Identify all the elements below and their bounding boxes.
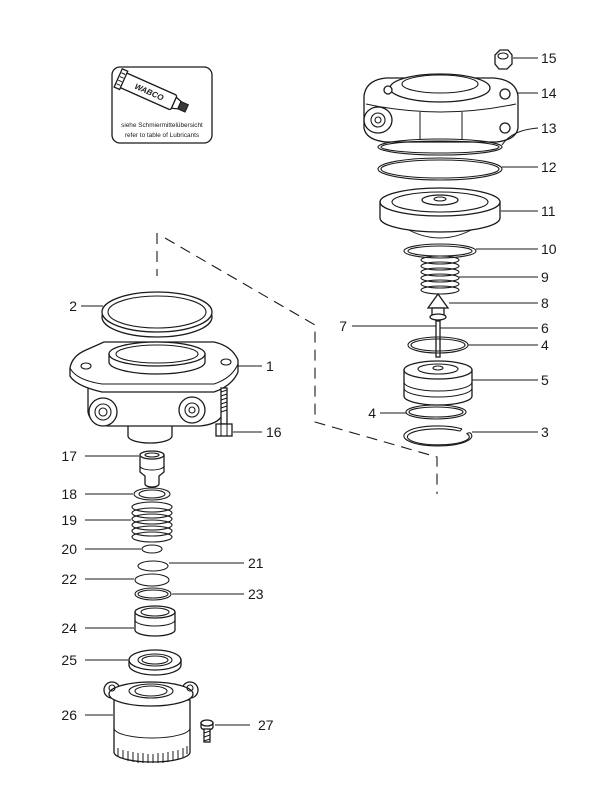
callout-14: 14	[541, 85, 557, 101]
callout-24: 24	[61, 620, 77, 636]
callout-13: 13	[541, 120, 557, 136]
part-5-piston	[403, 360, 473, 406]
part-26-cap	[103, 681, 199, 763]
callout-5: 5	[541, 372, 549, 388]
callout-15: 15	[541, 50, 557, 66]
part-8-valve-cone	[426, 292, 450, 321]
part-23-ring	[134, 587, 172, 601]
part-12-ring	[377, 157, 503, 181]
callout-2: 2	[69, 298, 77, 314]
lubricant-tube-icon: WABCO	[113, 67, 190, 113]
callout-18: 18	[61, 486, 77, 502]
part-9-spring	[420, 255, 460, 295]
callout-19: 19	[61, 512, 77, 528]
part-25-seal	[128, 649, 182, 676]
callout-12: 12	[541, 159, 557, 175]
callout-4-lower: 4	[368, 405, 376, 421]
callout-1: 1	[266, 358, 274, 374]
callout-22: 22	[61, 571, 77, 587]
callout-4-upper: 4	[541, 337, 549, 353]
part-15-nut	[494, 49, 513, 70]
part-1-housing	[69, 341, 239, 444]
part-19-spring	[131, 501, 173, 543]
callout-16: 16	[266, 424, 282, 440]
part-21-ring	[137, 560, 169, 572]
callout-20: 20	[61, 541, 77, 557]
callout-10: 10	[541, 241, 557, 257]
callout-26: 26	[61, 707, 77, 723]
assembly-dashed-lines	[156, 233, 438, 494]
callout-6: 6	[541, 320, 549, 336]
callout-11: 11	[541, 203, 556, 219]
lubricant-note-line-de: siehe Schmiermittelübersicht	[121, 122, 203, 129]
part-4-o-ring-lower	[405, 404, 467, 420]
callout-7: 7	[339, 318, 347, 334]
callout-17: 17	[61, 448, 77, 464]
part-20-ring	[141, 544, 163, 554]
part-16-bolt	[215, 387, 233, 437]
part-13-o-ring	[377, 138, 503, 156]
callout-23: 23	[248, 586, 264, 602]
leader-lines	[81, 57, 539, 726]
part-24-sleeve	[134, 605, 176, 637]
part-18-ring	[133, 487, 171, 501]
callout-25: 25	[61, 652, 77, 668]
callout-21: 21	[248, 555, 264, 571]
callout-labels: 15 14 13 12 11 10 9 8 7 6 4 5 4 3 2 1 16…	[61, 50, 556, 733]
callout-3: 3	[541, 424, 549, 440]
part-17-valve-insert	[139, 450, 165, 488]
part-2-ring	[101, 291, 213, 338]
part-14-cover	[363, 73, 519, 143]
callout-27: 27	[258, 717, 274, 733]
callout-8: 8	[541, 295, 549, 311]
part-11-piston-diaphragm	[379, 187, 501, 239]
lubricant-note-box: WABCO siehe Schmiermittelübersicht refer…	[111, 66, 213, 144]
callout-9: 9	[541, 269, 549, 285]
part-27-screw	[200, 719, 214, 743]
part-3-circlip	[403, 425, 473, 447]
part-22-ring	[134, 573, 170, 587]
lubricant-note-line-en: refer to table of Lubricants	[125, 132, 199, 139]
